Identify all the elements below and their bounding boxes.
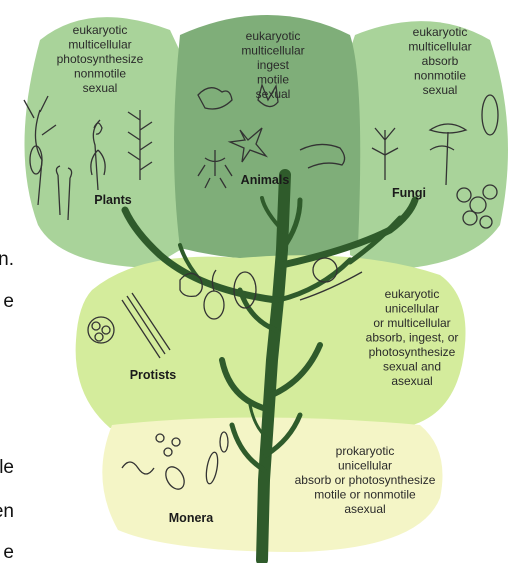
plants-trait-line: photosynthesize bbox=[57, 52, 144, 66]
monera-trait-line: prokaryotic bbox=[336, 444, 395, 458]
protists-trait-line: unicellular bbox=[385, 302, 439, 316]
monera-trait-line: absorb or photosynthesize bbox=[295, 473, 436, 487]
protists-trait-line: sexual and bbox=[383, 360, 441, 374]
protists-trait-line: asexual bbox=[391, 374, 432, 388]
monera-trait-line: motile or nonmotile bbox=[314, 488, 416, 502]
fungi-label: Fungi bbox=[392, 186, 426, 200]
fungi-trait-line: nonmotile bbox=[414, 69, 466, 83]
protists-trait-line: eukaryotic bbox=[385, 287, 440, 301]
animals-trait-line: sexual bbox=[256, 87, 291, 101]
fungi-trait-line: sexual bbox=[423, 83, 458, 97]
animals-trait-line: motile bbox=[257, 73, 289, 87]
animals-trait-line: multicellular bbox=[241, 44, 304, 58]
protists-trait-line: absorb, ingest, or bbox=[366, 331, 459, 345]
animals-label: Animals bbox=[241, 173, 290, 187]
protists-label: Protists bbox=[130, 368, 177, 382]
plants-trait-line: multicellular bbox=[68, 38, 131, 52]
plants-trait-line: sexual bbox=[83, 81, 118, 95]
plants-trait-line: eukaryotic bbox=[73, 23, 128, 37]
monera-label: Monera bbox=[169, 511, 215, 525]
protists-trait-line: photosynthesize bbox=[369, 345, 456, 359]
fungi-trait-line: multicellular bbox=[408, 40, 471, 54]
monera-trait-line: unicellular bbox=[338, 459, 392, 473]
plants-trait-line: nonmotile bbox=[74, 67, 126, 81]
monera-trait-line: asexual bbox=[344, 502, 385, 516]
plants-label: Plants bbox=[94, 193, 132, 207]
animals-trait-line: eukaryotic bbox=[246, 29, 301, 43]
fungi-trait-line: eukaryotic bbox=[413, 25, 468, 39]
fungi-trait-line: absorb bbox=[422, 54, 459, 68]
protists-trait-line: or multicellular bbox=[373, 316, 450, 330]
animals-trait-line: ingest bbox=[257, 58, 290, 72]
